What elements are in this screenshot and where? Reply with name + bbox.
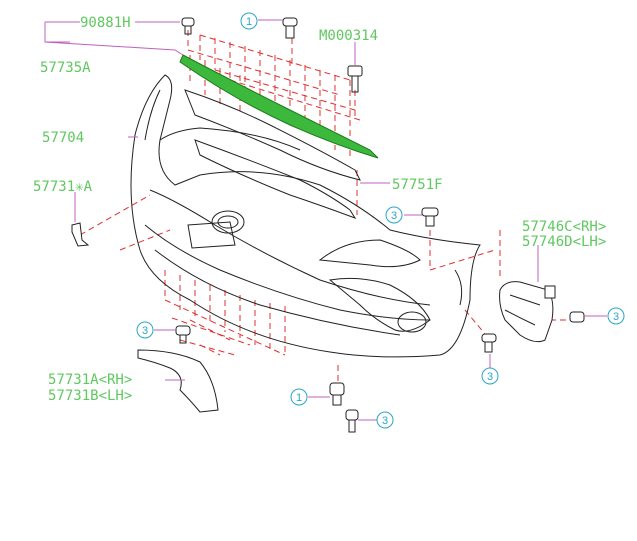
label-57731b-lh: 57731B<LH> [48, 388, 132, 404]
label-90881h: 90881H [80, 15, 131, 31]
callout-3-bottom-label: 3 [382, 415, 388, 427]
callout-3-bottom [376, 411, 394, 429]
callout-1-top-label: 1 [246, 16, 252, 28]
lower-trim-piece [137, 349, 219, 413]
clip-right-upper-icon [421, 207, 439, 227]
label-57751f: 57751F [392, 177, 443, 193]
callout-3-bracket-left-label: 3 [487, 371, 493, 383]
label-57731-star-a: 57731✳A [33, 179, 93, 195]
callouts: 1 3 3 3 3 1 3 [136, 12, 625, 429]
upper-trim-strip-highlighted [179, 54, 379, 159]
bumper-cover [130, 74, 481, 358]
label-57746d-lh: 57746D<LH> [522, 234, 606, 250]
clip-top-left-icon [181, 17, 195, 35]
callout-3-bracket-right-label: 3 [613, 311, 619, 323]
callout-1-top [240, 12, 258, 30]
label-57746c-rh: 57746C<RH> [522, 219, 606, 235]
clip-bracket-right-icon [569, 311, 585, 323]
callout-3-bracket-right [607, 307, 625, 325]
small-bracket [71, 222, 90, 247]
clip-bottom-3-icon [345, 409, 359, 433]
label-m000314: M000314 [319, 28, 378, 44]
callout-3-upper-right [385, 206, 403, 224]
label-57735a: 57735A [40, 60, 91, 76]
callout-3-left-label: 3 [142, 325, 148, 337]
side-bracket [499, 281, 556, 343]
leader-lines [44, 19, 607, 421]
callout-1-bottom-label: 1 [296, 392, 302, 404]
callout-1-bottom [290, 388, 308, 406]
fastener-clips [175, 17, 585, 433]
clip-bottom-1-icon [329, 382, 345, 406]
bolt-m000314-icon [347, 65, 363, 93]
callout-3-left [136, 321, 154, 339]
clip-left-lower-icon [175, 325, 191, 344]
top-guide-lines [187, 30, 361, 215]
grille-frame [184, 89, 361, 219]
part-number-labels: 90881H 57735A M000314 57704 57731✳A 5775… [33, 15, 606, 404]
callout-3-upper-right-label: 3 [391, 210, 397, 222]
clip-bracket-left-icon [481, 333, 497, 353]
label-57731a-rh: 57731A<RH> [48, 372, 132, 388]
callout-3-bracket-left [481, 367, 499, 385]
clip-top-center-icon [282, 17, 298, 39]
label-57704: 57704 [42, 130, 84, 146]
